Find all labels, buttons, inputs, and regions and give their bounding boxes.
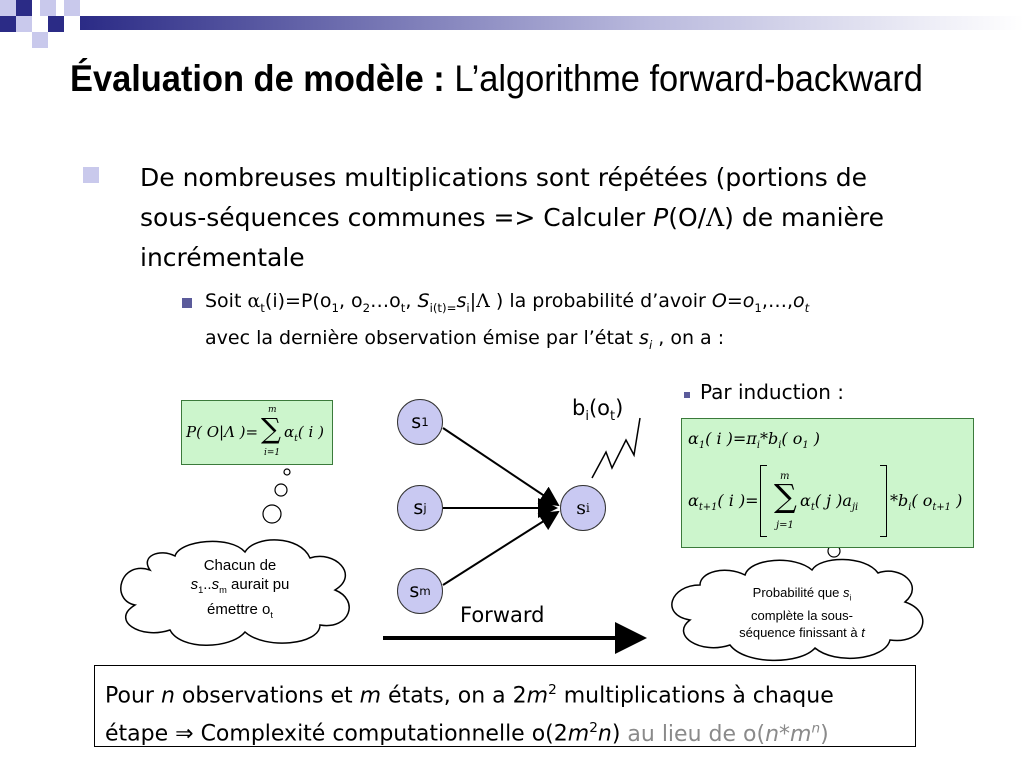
induction-bullet-icon bbox=[684, 392, 690, 398]
sum-symbol-recursion: ∑ bbox=[774, 477, 797, 515]
title-gradient-bar bbox=[80, 16, 1024, 30]
cloud-right-text: Probabilité que si complète la sous- séq… bbox=[739, 585, 865, 640]
formula-induction: α1( i )=πi*bi( o1 ) αt+1( i )= ∑ m j=1 α… bbox=[681, 418, 974, 548]
emission-label: bi(ot) bbox=[572, 396, 624, 425]
complexity-summary-box: Pour n observations et m états, on a 2m2… bbox=[94, 665, 916, 747]
forward-label: Forward bbox=[460, 603, 545, 627]
sub-bullet-line1: Soit αt(i)=P(o1, o2…ot, Si(t)=si|Λ ) la … bbox=[205, 290, 810, 315]
sub-bullet-text: Soit αt(i)=P(o1, o2…ot, Si(t)=si|Λ ) la … bbox=[205, 286, 995, 360]
thought-bubble-small bbox=[283, 468, 291, 476]
formula-alpha-init: α1( i )=πi*bi( o1 ) bbox=[688, 429, 821, 452]
title-regular: L’algorithme forward-backward bbox=[454, 58, 923, 99]
page-title: Évaluation de modèle : L’algorithme forw… bbox=[70, 58, 944, 118]
edge-s1-si bbox=[442, 427, 560, 507]
main-bullet-text: De nombreuses multiplications sont répét… bbox=[140, 158, 1000, 278]
sum-symbol: ∑ bbox=[261, 412, 281, 445]
cloud-left-shape bbox=[120, 539, 350, 646]
formula-likelihood: P( O|Λ )= ∑ m i=1 αt( i ) bbox=[181, 400, 333, 465]
thought-bubble-medium bbox=[274, 483, 288, 497]
left-bracket bbox=[760, 465, 767, 537]
implies-icon: ⇒ bbox=[175, 721, 194, 747]
sub-bullet-line2: avec la dernière observation émise par l… bbox=[205, 326, 725, 352]
cloud-right-shape bbox=[671, 558, 924, 662]
emission-lightning-icon bbox=[591, 417, 641, 479]
right-bracket bbox=[880, 465, 887, 537]
main-bullet-icon bbox=[83, 167, 99, 183]
induction-label: Par induction : bbox=[700, 380, 845, 404]
main-bullet-line1: De nombreuses multiplications sont répét… bbox=[140, 163, 867, 192]
corner-decoration bbox=[0, 0, 80, 60]
formula-alpha-recursion: αt+1( i )= bbox=[688, 491, 759, 514]
title-bold: Évaluation de modèle : bbox=[70, 58, 445, 99]
main-bullet-line3: incrémentale bbox=[140, 243, 305, 272]
cloud-left-text: Chacun de s1..sm aurait pu émettre ot bbox=[190, 557, 290, 620]
thought-bubble-large bbox=[262, 504, 282, 524]
edge-sm-si bbox=[442, 510, 560, 586]
main-bullet-line2: sous-séquences communes => Calculer P(O/… bbox=[140, 203, 885, 232]
complexity-summary-text: Pour n observations et m états, on a 2m2… bbox=[105, 682, 834, 747]
sub-bullet-icon bbox=[182, 298, 192, 308]
